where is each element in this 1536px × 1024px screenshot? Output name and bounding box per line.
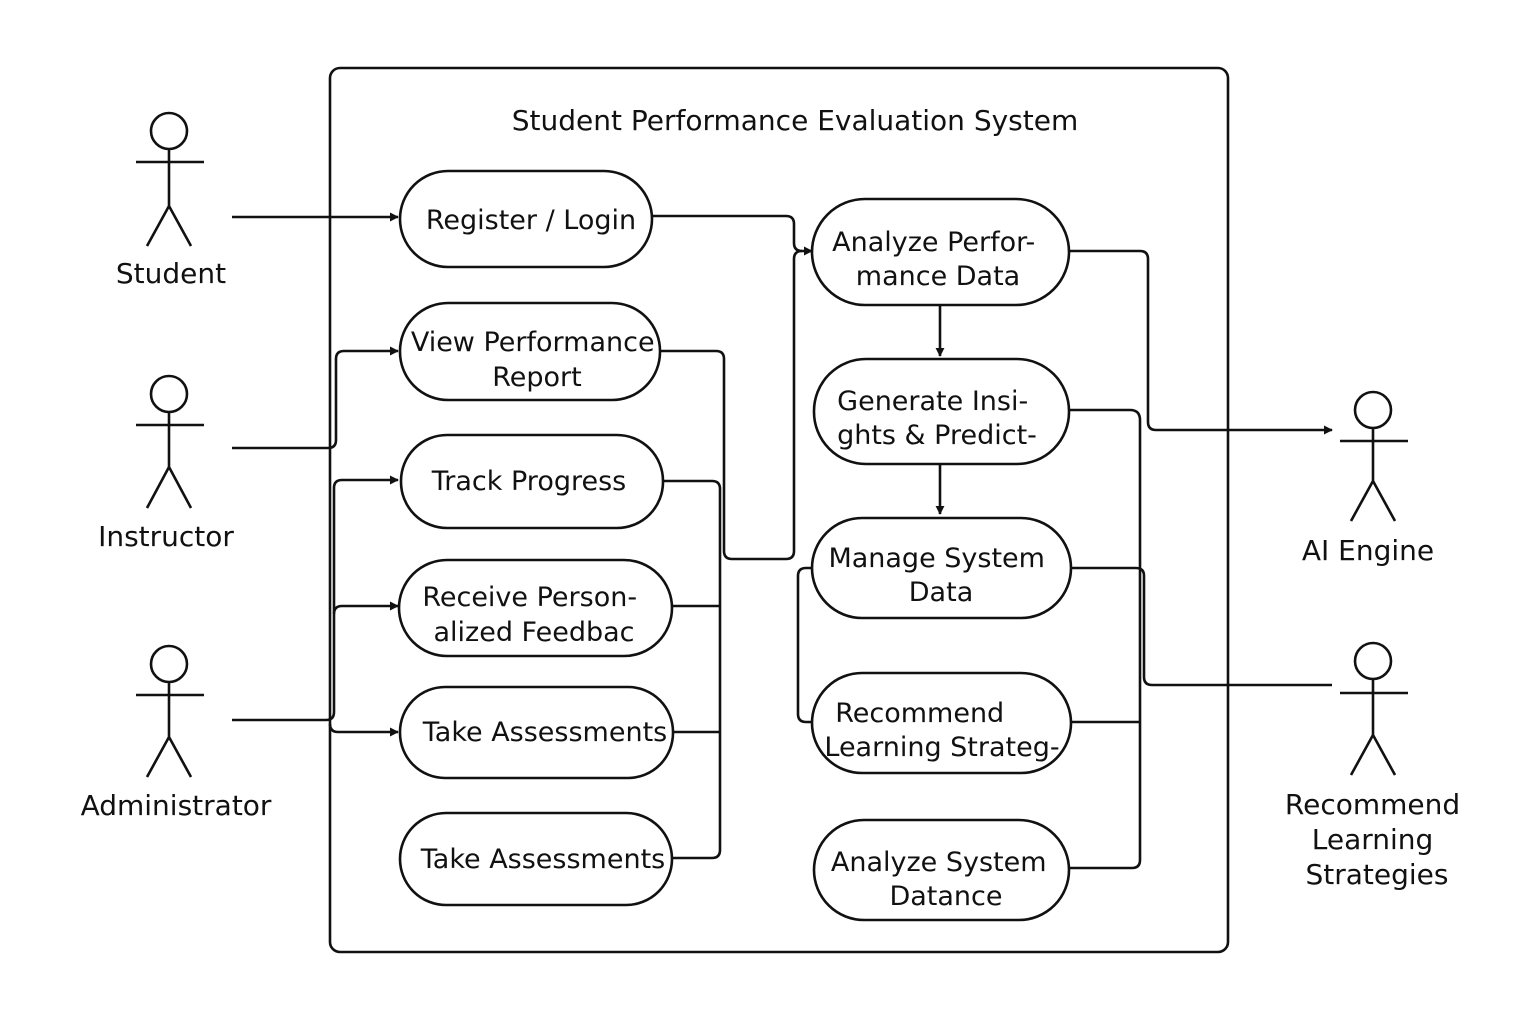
use-case-label: Analyze Perfor- mance Data xyxy=(832,227,1044,292)
actor-head xyxy=(149,111,189,151)
instructor-to-view-report-line xyxy=(232,346,399,450)
use-case-label: Recommend Learning Strateg- xyxy=(824,698,1059,763)
manage-to-right-bus-line xyxy=(1071,566,1332,687)
use-case-label: Analyze System Datance xyxy=(831,847,1055,912)
actor-label-administrator: Administrator xyxy=(81,789,272,822)
use-case-label: Receive Person- alized Feedbac xyxy=(422,582,645,648)
use-case-manage-system-data[interactable]: Manage System Data xyxy=(810,516,1073,620)
actor-body xyxy=(136,682,204,778)
actor-head xyxy=(1353,390,1393,430)
use-case-register-login[interactable]: Register / Login xyxy=(398,169,654,269)
admin-to-feedback-line xyxy=(332,601,399,615)
use-case-label: View Performance Report xyxy=(411,327,663,393)
use-case-shape xyxy=(812,357,1071,466)
actor-ai-engine[interactable]: AI Engine xyxy=(1302,390,1434,567)
use-case-shape xyxy=(398,685,675,780)
use-case-view-performance-report[interactable]: View Performance Report xyxy=(398,301,663,402)
use-case-track-progress[interactable]: Track Progress xyxy=(399,433,665,530)
admin-to-assessments-line xyxy=(328,723,399,737)
system-title: Student Performance Evaluation System xyxy=(512,104,1079,137)
actor-body xyxy=(136,412,204,509)
actor-label-student: Student xyxy=(116,257,226,290)
use-case-shape xyxy=(397,558,674,658)
manage-recommend-loop-line xyxy=(796,566,812,724)
use-case-shape xyxy=(398,169,654,269)
use-cases: Register / Login View Performance Report… xyxy=(397,169,1073,922)
use-case-shape xyxy=(810,671,1073,775)
analyze-to-ai-engine-line xyxy=(1069,249,1333,435)
connectors xyxy=(232,212,1333,870)
admin-trunk-line xyxy=(232,478,343,722)
use-case-generate-insights[interactable]: Generate Insi- ghts & Predict- xyxy=(812,357,1071,466)
use-case-shape xyxy=(399,433,665,530)
actors: Student Instructor Administrator AI Engi… xyxy=(81,111,1469,891)
track-progress-bus-line xyxy=(664,479,722,860)
use-case-take-assessments-1[interactable]: Take Assessments xyxy=(398,685,675,780)
use-case-shape xyxy=(398,811,674,907)
actor-label-recommend-learning-strategies: Recommend Learning Strategies xyxy=(1285,788,1469,891)
use-case-shape xyxy=(810,197,1071,307)
actor-head xyxy=(149,374,189,414)
use-case-label: Generate Insi- ghts & Predict- xyxy=(837,386,1037,451)
use-case-label: Take Assessments xyxy=(422,717,667,748)
actor-recommend-learning-strategies[interactable]: Recommend Learning Strategies xyxy=(1285,641,1469,891)
use-case-take-assessments-2[interactable]: Take Assessments xyxy=(398,811,674,907)
use-case-analyze-performance-data[interactable]: Analyze Perfor- mance Data xyxy=(810,197,1071,307)
use-case-shape xyxy=(812,818,1071,922)
actor-administrator[interactable]: Administrator xyxy=(81,644,272,822)
use-case-label: Register / Login xyxy=(426,205,636,236)
actor-head xyxy=(1353,641,1393,681)
actor-body xyxy=(1340,428,1408,522)
left-merge-bus-line xyxy=(660,249,803,561)
use-case-shape xyxy=(810,516,1073,620)
use-case-label: Manage System Data xyxy=(828,543,1053,608)
actor-student[interactable]: Student xyxy=(116,111,226,290)
use-case-recommend-learning-strateg[interactable]: Recommend Learning Strateg- xyxy=(810,671,1073,775)
use-case-receive-personalized-feedback[interactable]: Receive Person- alized Feedbac xyxy=(397,558,674,658)
use-case-label: Take Assessments xyxy=(420,844,665,875)
actor-instructor[interactable]: Instructor xyxy=(98,374,234,553)
use-case-label: Track Progress xyxy=(431,466,626,497)
use-case-analyze-system-datance[interactable]: Analyze System Datance xyxy=(812,818,1071,922)
actor-body xyxy=(1340,679,1408,776)
actor-label-instructor: Instructor xyxy=(98,520,234,553)
insights-to-right-bus-line xyxy=(1069,408,1142,870)
use-case-shape xyxy=(398,301,662,402)
actor-head xyxy=(149,644,189,684)
actor-body xyxy=(136,149,204,247)
actor-label-ai-engine: AI Engine xyxy=(1302,534,1434,567)
